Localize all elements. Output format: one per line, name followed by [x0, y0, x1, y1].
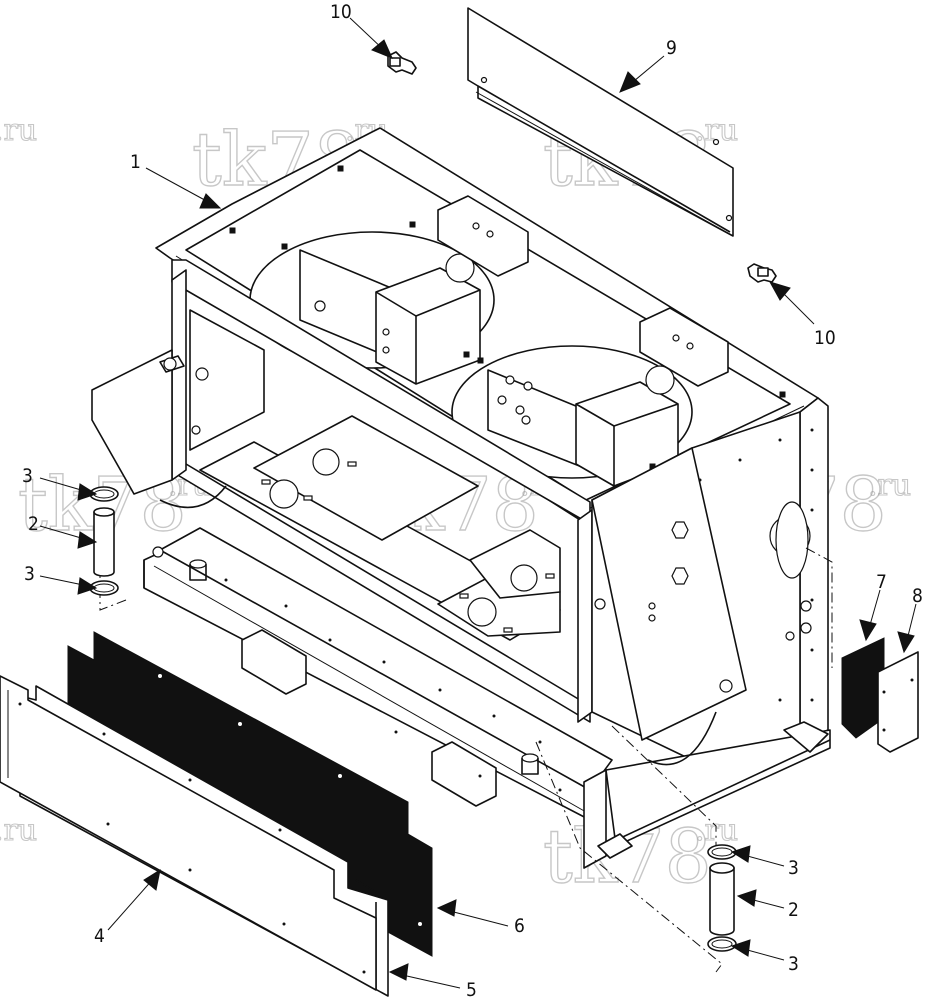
callout-1: 1: [130, 151, 141, 173]
callout-10: 10: [814, 327, 836, 349]
rim-bracket: [437, 195, 529, 277]
part-4-front-panel: [0, 675, 377, 991]
part-8-side-plate: [877, 651, 919, 753]
part-2-hose-left: [93, 507, 115, 577]
callout-5: 5: [466, 979, 477, 1000]
callout-labels: 10 9 1 10 3 2 3 7 8 3 2 3 4 6 5: [22, 1, 923, 1000]
fan-shroud-left: [249, 231, 495, 385]
callout-10: 10: [330, 1, 352, 23]
watermark-suffix: .ru: [695, 813, 738, 848]
callout-3: 3: [788, 953, 799, 975]
part-2-hose-right: [709, 862, 735, 936]
part-7-filter-pad: [841, 637, 885, 739]
callout-9: 9: [666, 37, 677, 59]
part-9-cover-plate: [467, 7, 734, 237]
leader-lines: [39, 17, 917, 989]
rim-bracket: [639, 307, 729, 387]
part-1-main-frame: [91, 127, 833, 973]
callout-3: 3: [24, 563, 35, 585]
part-10-clip-top: [387, 51, 417, 75]
callout-4: 4: [94, 925, 105, 947]
callout-8: 8: [912, 585, 923, 607]
watermark-suffix: .ru: [0, 113, 37, 148]
post-stub: [189, 559, 207, 581]
callout-2: 2: [28, 513, 39, 535]
watermark-suffix: .ru: [868, 468, 911, 503]
post-stub: [521, 753, 539, 775]
callout-7: 7: [876, 571, 887, 593]
callout-3: 3: [788, 857, 799, 879]
fan-shroud-right: [451, 345, 693, 487]
part-3-clamp-right-bottom: [707, 936, 737, 952]
callout-2: 2: [788, 899, 799, 921]
callout-6: 6: [514, 915, 525, 937]
watermark-suffix: .ru: [0, 813, 37, 848]
part-3-clamp-left-top: [89, 486, 119, 502]
part-10-clip-right: [747, 263, 777, 283]
callout-3: 3: [22, 465, 33, 487]
